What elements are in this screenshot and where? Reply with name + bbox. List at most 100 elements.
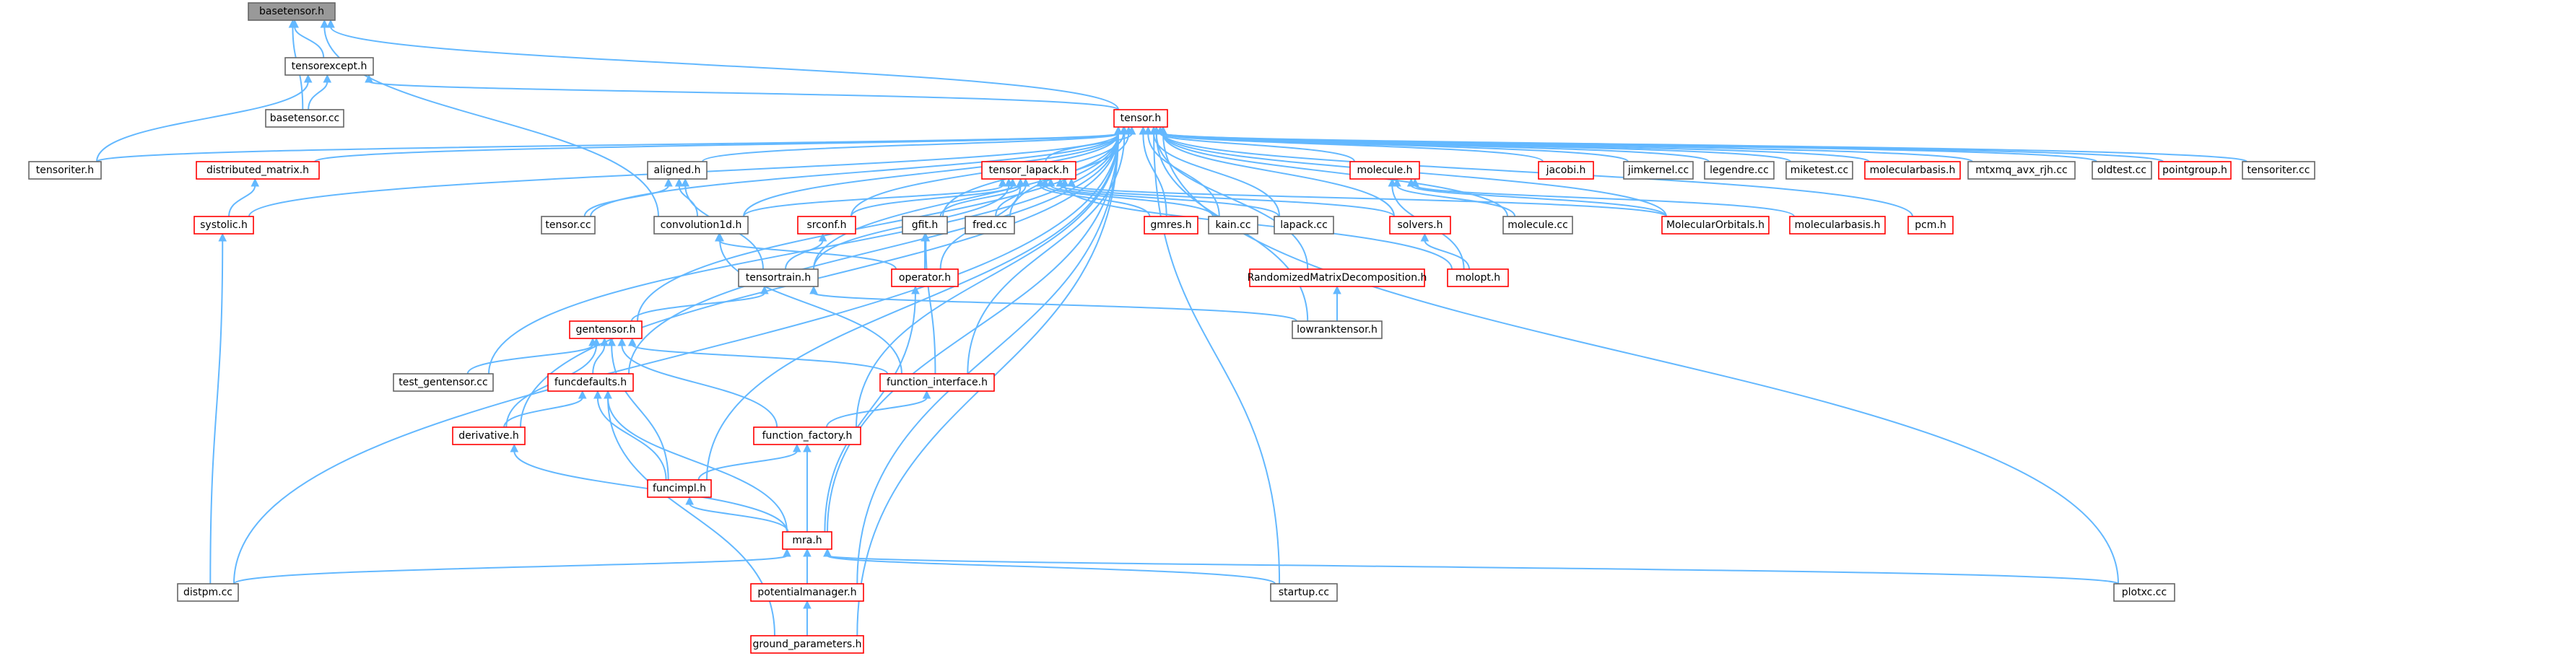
node-box[interactable]	[647, 479, 712, 498]
node-box[interactable]	[653, 216, 749, 235]
node-mtxmq-cc[interactable]: mtxmq_avx_rjh.cc	[1967, 161, 2076, 180]
node-box[interactable]	[1907, 216, 1954, 235]
node-box[interactable]	[1389, 216, 1451, 235]
node-RandomizedMatrixDecomposition-h[interactable]: RandomizedMatrixDecomposition.h	[1248, 268, 1427, 287]
node-tensorexcept-h[interactable]: tensorexcept.h	[284, 57, 374, 76]
node-molecularbasis-h-top[interactable]: molecularbasis.h	[1864, 161, 1961, 180]
node-box[interactable]	[1292, 320, 1383, 339]
node-kain-cc[interactable]: kain.cc	[1208, 216, 1258, 235]
node-box[interactable]	[1864, 161, 1961, 180]
node-box[interactable]	[1113, 109, 1168, 128]
node-convolution1d-h[interactable]: convolution1d.h	[653, 216, 749, 235]
node-ground-parameters-h[interactable]: ground_parameters.h	[750, 635, 864, 654]
node-molopt-h[interactable]: molopt.h	[1447, 268, 1509, 287]
node-box[interactable]	[1967, 161, 2076, 180]
node-oldtest-cc[interactable]: oldtest.cc	[2092, 161, 2152, 180]
node-operator-h[interactable]: operator.h	[891, 268, 959, 287]
node-function-interface-h[interactable]: function_interface.h	[879, 373, 995, 392]
node-mra-h[interactable]: mra.h	[782, 531, 832, 550]
node-tensor-lapack-h[interactable]: tensor_lapack.h	[981, 161, 1076, 180]
node-box[interactable]	[28, 161, 102, 180]
node-box[interactable]	[782, 531, 832, 550]
node-box[interactable]	[452, 426, 526, 445]
node-box[interactable]	[965, 216, 1015, 235]
node-box[interactable]	[738, 268, 819, 287]
node-gfit-h[interactable]: gfit.h	[902, 216, 948, 235]
node-box[interactable]	[1270, 583, 1338, 602]
node-box[interactable]	[265, 109, 344, 128]
node-fred-cc[interactable]: fred.cc	[965, 216, 1015, 235]
node-startup-cc[interactable]: startup.cc	[1270, 583, 1338, 602]
node-lapack-cc[interactable]: lapack.cc	[1274, 216, 1334, 235]
node-box[interactable]	[2113, 583, 2175, 602]
node-box[interactable]	[2092, 161, 2152, 180]
node-solvers-h[interactable]: solvers.h	[1389, 216, 1451, 235]
node-box[interactable]	[193, 216, 254, 235]
node-jimkernel-cc[interactable]: jimkernel.cc	[1623, 161, 1694, 180]
node-distpm-cc[interactable]: distpm.cc	[177, 583, 239, 602]
node-potentialmanager-h[interactable]: potentialmanager.h	[750, 583, 864, 602]
node-legendre-cc[interactable]: legendre.cc	[1704, 161, 1775, 180]
node-box[interactable]	[2158, 161, 2232, 180]
node-box[interactable]	[797, 216, 856, 235]
node-systolic-h[interactable]: systolic.h	[193, 216, 254, 235]
node-tensortrain-h[interactable]: tensortrain.h	[738, 268, 819, 287]
node-funcimpl-h[interactable]: funcimpl.h	[647, 479, 712, 498]
node-box[interactable]	[1249, 268, 1425, 287]
node-box[interactable]	[393, 373, 494, 392]
node-box[interactable]	[750, 635, 864, 654]
node-basetensor-h[interactable]: basetensor.h	[248, 2, 336, 21]
node-box[interactable]	[248, 2, 336, 21]
node-box[interactable]	[1502, 216, 1573, 235]
node-function-factory-h[interactable]: function_factory.h	[753, 426, 861, 445]
node-tensoriter-h[interactable]: tensoriter.h	[28, 161, 102, 180]
node-box[interactable]	[569, 320, 643, 339]
node-box[interactable]	[2242, 161, 2315, 180]
node-plotxc-cc[interactable]: plotxc.cc	[2113, 583, 2175, 602]
node-box[interactable]	[1789, 216, 1886, 235]
node-box[interactable]	[647, 161, 708, 180]
node-test-gentensor-cc[interactable]: test_gentensor.cc	[393, 373, 494, 392]
node-molecularbasis-h-mid[interactable]: molecularbasis.h	[1789, 216, 1886, 235]
node-box[interactable]	[891, 268, 959, 287]
node-box[interactable]	[284, 57, 374, 76]
node-box[interactable]	[1661, 216, 1770, 235]
node-aligned-h[interactable]: aligned.h	[647, 161, 708, 180]
node-distributed-matrix-h[interactable]: distributed_matrix.h	[196, 161, 320, 180]
node-box[interactable]	[1785, 161, 1853, 180]
node-box[interactable]	[1144, 216, 1198, 235]
node-box[interactable]	[902, 216, 948, 235]
node-box[interactable]	[196, 161, 320, 180]
node-tensor-h[interactable]: tensor.h	[1113, 109, 1168, 128]
node-box[interactable]	[1704, 161, 1775, 180]
node-box[interactable]	[1349, 161, 1420, 180]
node-funcdefaults-h[interactable]: funcdefaults.h	[547, 373, 634, 392]
node-MolecularOrbitals-h[interactable]: MolecularOrbitals.h	[1661, 216, 1770, 235]
node-pcm-h[interactable]: pcm.h	[1907, 216, 1954, 235]
node-box[interactable]	[750, 583, 864, 602]
node-molecule-cc[interactable]: molecule.cc	[1502, 216, 1573, 235]
node-tensor-cc[interactable]: tensor.cc	[541, 216, 596, 235]
node-box[interactable]	[177, 583, 239, 602]
node-box[interactable]	[1538, 161, 1594, 180]
node-jacobi-h[interactable]: jacobi.h	[1538, 161, 1594, 180]
node-box[interactable]	[879, 373, 995, 392]
node-basetensor-cc[interactable]: basetensor.cc	[265, 109, 344, 128]
node-box[interactable]	[1623, 161, 1694, 180]
node-box[interactable]	[753, 426, 861, 445]
node-miketest-cc[interactable]: miketest.cc	[1785, 161, 1853, 180]
node-box[interactable]	[547, 373, 634, 392]
node-gmres-h[interactable]: gmres.h	[1144, 216, 1198, 235]
node-box[interactable]	[1447, 268, 1509, 287]
node-box[interactable]	[981, 161, 1076, 180]
node-lowranktensor-h[interactable]: lowranktensor.h	[1292, 320, 1383, 339]
node-gentensor-h[interactable]: gentensor.h	[569, 320, 643, 339]
node-srconf-h[interactable]: srconf.h	[797, 216, 856, 235]
node-box[interactable]	[541, 216, 596, 235]
node-box[interactable]	[1274, 216, 1334, 235]
node-molecule-h[interactable]: molecule.h	[1349, 161, 1420, 180]
node-pointgroup-h[interactable]: pointgroup.h	[2158, 161, 2232, 180]
node-box[interactable]	[1208, 216, 1258, 235]
node-derivative-h[interactable]: derivative.h	[452, 426, 526, 445]
node-tensoriter-cc[interactable]: tensoriter.cc	[2242, 161, 2315, 180]
